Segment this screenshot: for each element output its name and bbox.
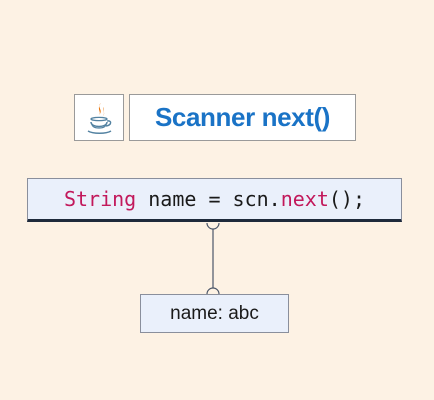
result-value: name: abc	[170, 302, 259, 324]
java-logo-tile	[74, 94, 124, 141]
code-statement-box: String name = scn.next();	[27, 178, 402, 222]
call-parentheses: ();	[328, 187, 366, 211]
top-joint-circle	[206, 222, 220, 230]
diagram-title: Scanner next()	[154, 102, 330, 132]
bottom-joint-circle	[206, 287, 220, 295]
java-coffee-cup-icon	[87, 103, 112, 134]
variable-assignment: name = scn.	[136, 187, 281, 211]
type-keyword: String	[63, 187, 137, 211]
code-statement: String name = scn.next();	[64, 187, 365, 211]
title-box: Scanner next()	[129, 94, 356, 141]
result-value-box: name: abc	[140, 294, 289, 333]
method-name: next	[280, 187, 329, 211]
